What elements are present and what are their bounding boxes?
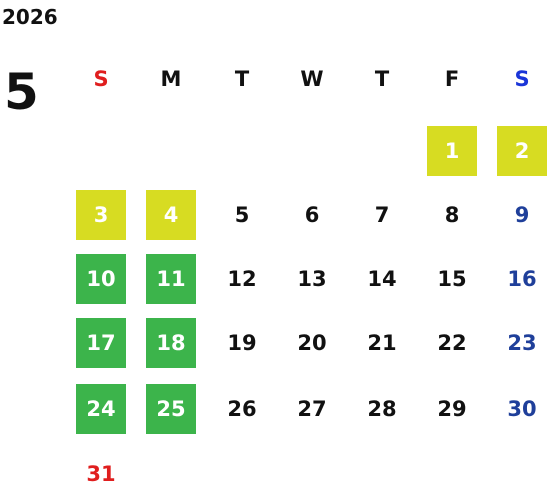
day-cell: 6 (304, 203, 320, 227)
weekday-friday: F (444, 67, 460, 91)
year-label: 2026 (2, 5, 58, 29)
weekday-thursday: T (374, 67, 390, 91)
day-cell: 25 (146, 384, 196, 434)
day-cell: 9 (514, 203, 530, 227)
day-cell: 22 (437, 331, 467, 355)
day-cell: 11 (146, 254, 196, 304)
day-cell: 27 (297, 397, 327, 421)
day-cell: 23 (507, 331, 537, 355)
day-cell: 29 (437, 397, 467, 421)
day-cell: 15 (437, 267, 467, 291)
day-cell: 20 (297, 331, 327, 355)
weekday-saturday: S (514, 67, 530, 91)
day-cell: 1 (427, 126, 477, 176)
weekday-monday: M (160, 67, 182, 91)
day-cell: 19 (227, 331, 257, 355)
day-cell: 4 (146, 190, 196, 240)
day-cell: 7 (374, 203, 390, 227)
day-cell: 21 (367, 331, 397, 355)
day-cell: 16 (507, 267, 537, 291)
day-cell: 17 (76, 318, 126, 368)
day-cell: 12 (227, 267, 257, 291)
day-cell: 2 (497, 126, 547, 176)
day-cell: 26 (227, 397, 257, 421)
day-cell: 28 (367, 397, 397, 421)
weekday-tuesday: T (234, 67, 250, 91)
day-cell: 3 (76, 190, 126, 240)
weekday-sunday: S (93, 67, 109, 91)
day-cell: 5 (234, 203, 250, 227)
day-cell: 13 (297, 267, 327, 291)
day-cell: 24 (76, 384, 126, 434)
weekday-wednesday: W (300, 67, 324, 91)
day-cell: 18 (146, 318, 196, 368)
day-cell: 31 (86, 462, 116, 486)
day-cell: 14 (367, 267, 397, 291)
day-cell: 30 (507, 397, 537, 421)
month-number: 5 (4, 63, 39, 121)
day-cell: 8 (444, 203, 460, 227)
day-cell: 10 (76, 254, 126, 304)
